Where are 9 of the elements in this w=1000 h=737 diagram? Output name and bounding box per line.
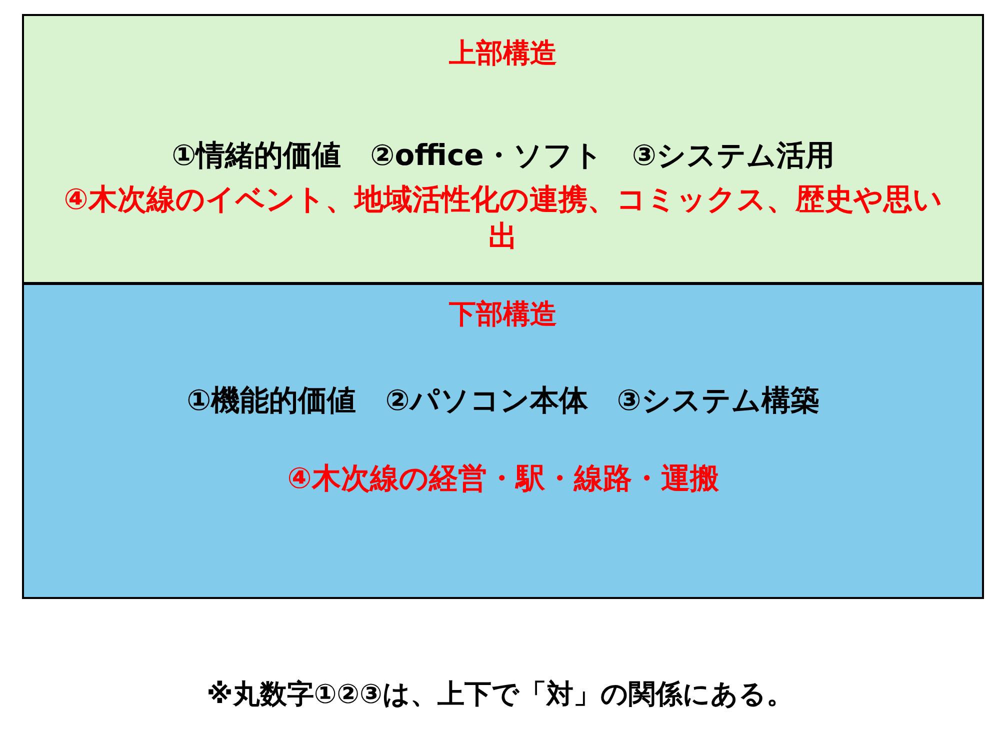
panel-heading: 下部構造 [449,298,557,332]
panel-text: ④木次線の経営・駅・線路・運搬 [287,460,719,497]
panel-text: ④木次線のイベント、地域活性化の連携、コミックス、歴史や思い出 [63,180,943,256]
panel-text: ①機能的価値 ②パソコン本体 ③システム構築 [186,382,820,420]
structure-panel [22,283,984,599]
panel-text: ①情緒的価値 ②office・ソフト ③システム活用 [172,137,834,174]
panel-heading: 上部構造 [449,37,557,71]
structure-panel [22,14,984,284]
footnote: ※丸数字①②③は、上下で「対」の関係にある。 [206,678,794,712]
